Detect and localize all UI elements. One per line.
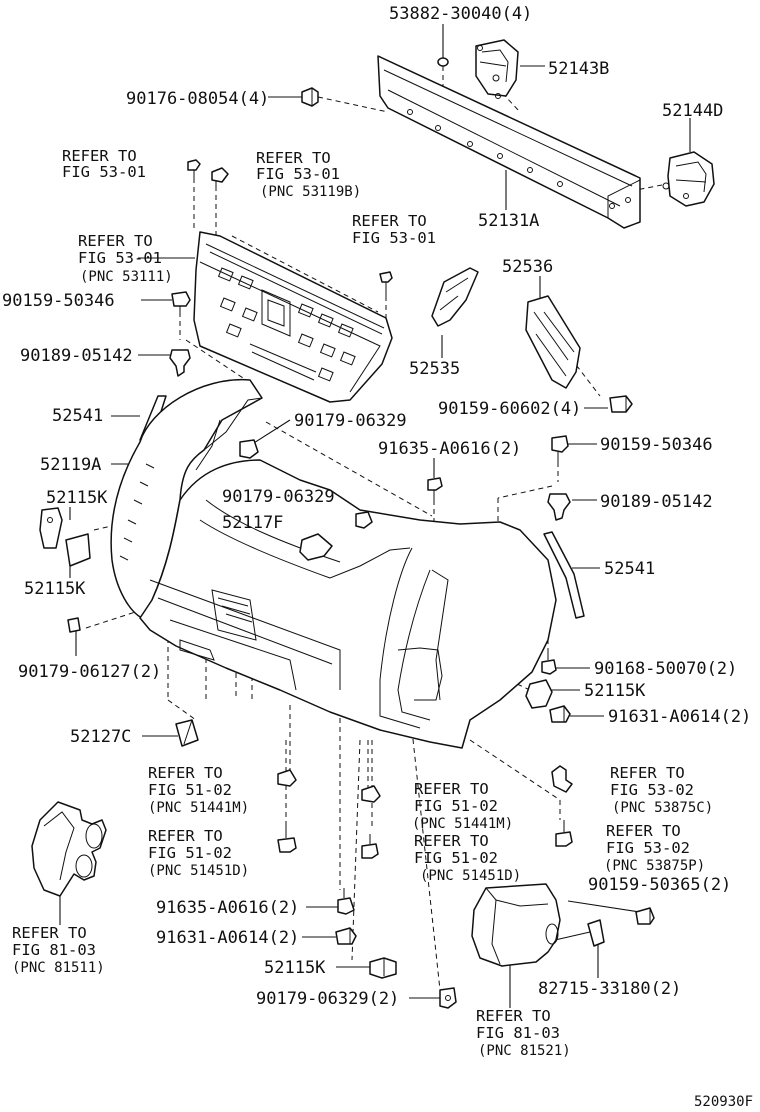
bolt-91635-lower [337, 888, 355, 915]
screw-ref-51451D-a [277, 826, 297, 853]
retainer-ref-53875C [551, 765, 573, 793]
label-90179-06329-b: 90179-06329 [222, 487, 335, 507]
label-90179-06329-c: 90179-06329(2) [256, 989, 399, 1009]
bracket-82715 [587, 919, 605, 947]
bracket-52115K-lower [369, 957, 397, 979]
bracket-52536 [525, 295, 581, 389]
clip-90189-right [547, 493, 571, 521]
refer-fig-53-01-b: REFER TO FIG 53-01 [352, 212, 436, 247]
refer-fig-51-02-pnc-51451D-a: REFER TO FIG 51-02 (PNC 51451D) [148, 827, 249, 879]
label-52115K-a: 52115K [46, 488, 108, 508]
label-52143B: 52143B [548, 59, 609, 79]
refer-fig-53-02-pnc-53875P: REFER TO FIG 53-02 (PNC 53875P) [604, 822, 705, 874]
fog-lamp-right [471, 883, 561, 967]
retainer-ref-51441M-b [361, 785, 381, 803]
nut-90179-upper [239, 439, 259, 459]
label-90176-08054: 90176-08054(4) [126, 89, 269, 109]
refer-labels: REFER TO FIG 53-01 REFER TO FIG 53-01 (P… [12, 147, 713, 1059]
label-90159-50346-a: 90159-50346 [2, 291, 115, 311]
retainer-ref-51441M-a [277, 769, 297, 787]
label-91635-A0616-a: 91635-A0616(2) [378, 439, 521, 459]
bolt-90159-upper [171, 291, 191, 314]
bracket-52115K-right [525, 679, 553, 709]
label-90189-05142-a: 90189-05142 [20, 346, 133, 366]
part-labels: 53882-30040(4) 52143B 90176-08054(4) 521… [2, 4, 751, 1009]
nut-90179-lower [439, 987, 457, 1009]
bolt-90159-50365 [635, 907, 655, 925]
bolt-91631-right [549, 705, 571, 723]
nut-90179-middle [355, 511, 373, 529]
cap-52127C [175, 719, 199, 747]
label-90179-06329-a: 90179-06329 [294, 411, 407, 431]
label-90179-06127: 90179-06127(2) [18, 662, 161, 682]
bolt-91631-lower [335, 927, 357, 945]
bolt-90176 [301, 87, 319, 107]
bolt-90159-right [551, 435, 569, 462]
clip-90189-upper [169, 349, 191, 377]
bracket-52143B [475, 39, 519, 99]
bracket-52144D [662, 151, 715, 207]
refer-fig-51-02-pnc-51441M-b: REFER TO FIG 51-02 (PNC 51441M) [412, 780, 513, 832]
bracket-52117F [299, 533, 333, 561]
clip-ref-53-01-a [187, 159, 201, 178]
label-90159-50365: 90159-50365(2) [588, 875, 731, 895]
refer-fig-81-03-pnc-81521: REFER TO FIG 81-03 (PNC 81521) [476, 1007, 571, 1059]
label-52119A: 52119A [40, 455, 101, 475]
label-90168-50070: 90168-50070(2) [594, 659, 737, 679]
bolt-91635-upper [427, 477, 443, 500]
fog-lamp-left [31, 801, 107, 897]
bracket-52115K-left [39, 507, 91, 567]
front-bumper-cover [110, 378, 557, 749]
label-91635-A0616-b: 91635-A0616(2) [156, 898, 299, 918]
clip-ref-53-01-b [211, 167, 229, 188]
radiator-grille [193, 231, 393, 403]
label-52115K-b: 52115K [24, 579, 86, 599]
reinforcement-52131A [377, 55, 641, 229]
label-52541-b: 52541 [604, 559, 655, 579]
refer-fig-51-02-pnc-51451D-b: REFER TO FIG 51-02 (PNC 51451D) [414, 832, 521, 884]
screw-ref-51451D-b [361, 834, 379, 859]
trim-52541-right [543, 531, 585, 619]
label-90159-60602: 90159-60602(4) [438, 399, 581, 419]
label-91631-A0614-a: 91631-A0614(2) [608, 707, 751, 727]
label-52536: 52536 [502, 257, 553, 277]
refer-fig-51-02-pnc-51441M-a: REFER TO FIG 51-02 (PNC 51441M) [148, 764, 249, 816]
label-52115K-c: 52115K [584, 681, 646, 701]
refer-fig-53-01-a: REFER TO FIG 53-01 [62, 147, 146, 181]
label-52115K-d: 52115K [264, 958, 326, 978]
label-52127C: 52127C [70, 727, 131, 747]
diagram-id: 520930F [694, 1094, 753, 1110]
label-52144D: 52144D [662, 101, 723, 121]
label-82715-33180: 82715-33180(2) [538, 979, 681, 999]
refer-fig-53-01-pnc-53119B: REFER TO FIG 53-01 (PNC 53119B) [256, 149, 361, 200]
bolt-90159-60602 [609, 395, 633, 413]
label-52131A: 52131A [478, 211, 539, 231]
screw-ref-53-01 [379, 271, 393, 296]
label-90159-50346-b: 90159-50346 [600, 435, 713, 455]
refer-fig-81-03-pnc-81511: REFER TO FIG 81-03 (PNC 81511) [12, 924, 105, 976]
label-53882-30040: 53882-30040(4) [389, 4, 532, 24]
label-52535: 52535 [409, 359, 460, 379]
clip-90179-06127 [67, 617, 81, 633]
label-52117F: 52117F [222, 513, 283, 533]
label-90189-05142-b: 90189-05142 [600, 492, 713, 512]
refer-fig-53-02-pnc-53875C: REFER TO FIG 53-02 (PNC 53875C) [610, 764, 713, 816]
screw-ref-53875P [555, 820, 573, 847]
refer-fig-53-01-pnc-53111: REFER TO FIG 53-01 (PNC 53111) [78, 232, 173, 285]
bracket-52535 [431, 267, 479, 327]
label-52541-a: 52541 [52, 406, 103, 426]
label-91631-A0614-b: 91631-A0614(2) [156, 928, 299, 948]
screw-90168 [541, 650, 557, 675]
washer-53882 [437, 57, 449, 67]
